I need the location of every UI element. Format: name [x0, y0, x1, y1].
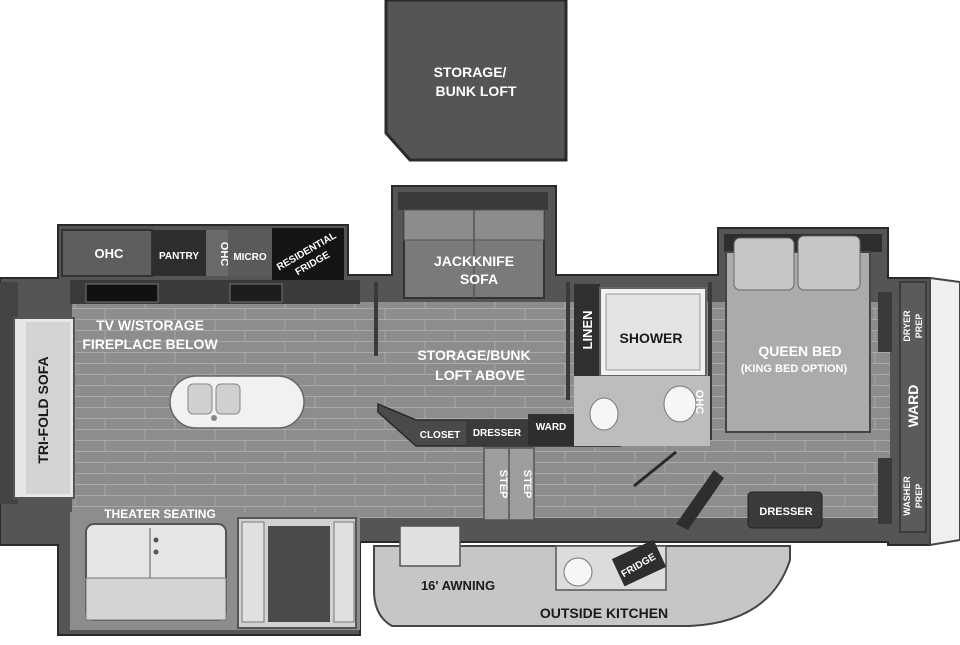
- bedroom-dresser: DRESSER: [676, 470, 823, 530]
- dryer-label-top: DRYER: [902, 310, 912, 342]
- dresser-bed-label: DRESSER: [759, 506, 812, 518]
- dresser-mid-label: DRESSER: [473, 428, 522, 439]
- king-option-label: (KING BED OPTION): [741, 363, 848, 375]
- outside-kitchen: FRIDGE 16' AWNING OUTSIDE KITCHEN: [373, 525, 791, 627]
- tri-fold-sofa-label: TRI-FOLD SOFA: [35, 356, 51, 463]
- bath-sink: [663, 385, 697, 423]
- ohc-bath-label: OHC: [693, 390, 705, 415]
- fireplace: [85, 283, 159, 303]
- tv-label-bottom: FIREPLACE BELOW: [82, 336, 218, 352]
- jackknife-sofa: JACKKNIFE SOFA: [398, 192, 548, 299]
- washer-label-top: WASHER: [902, 476, 912, 516]
- linen-label: LINEN: [580, 311, 595, 350]
- shower-label: SHOWER: [620, 330, 683, 346]
- theater-seating: THEATER SEATING: [85, 507, 227, 621]
- kitchen-slide: OHC PANTRY OHC MICRO RESIDENTIAL FRIDGE: [61, 228, 360, 304]
- loft-label-top: STORAGE/: [434, 64, 507, 80]
- jackknife-label-bottom: SOFA: [460, 271, 498, 287]
- loft-above-label-bottom: LOFT ABOVE: [435, 367, 525, 383]
- steps: STEP STEP: [483, 447, 535, 521]
- step-1-label: STEP: [497, 470, 509, 499]
- washer-label-bottom: PREP: [914, 484, 924, 509]
- storage-bunk-loft: STORAGE/ BUNK LOFT: [384, 0, 568, 162]
- dinette: [237, 517, 357, 629]
- cooktop: [229, 283, 283, 303]
- pantry-label: PANTRY: [159, 251, 199, 262]
- micro-label: MICRO: [233, 252, 267, 263]
- outside-kitchen-label: OUTSIDE KITCHEN: [540, 605, 668, 621]
- bathroom: LINEN SHOWER OHC: [574, 284, 710, 488]
- theater-seating-label: THEATER SEATING: [104, 507, 216, 521]
- toilet: [589, 397, 619, 431]
- tv-label-top: TV W/STORAGE: [96, 317, 204, 333]
- kitchen-island: [169, 375, 305, 429]
- jackknife-label-top: JACKKNIFE: [434, 253, 514, 269]
- loft-label-bottom: BUNK LOFT: [436, 83, 517, 99]
- ohc-kitchen-label: OHC: [95, 246, 125, 261]
- queen-bed-label: QUEEN BED: [758, 343, 841, 359]
- tri-fold-sofa: TRI-FOLD SOFA: [0, 282, 75, 504]
- ohc-vertical-label: OHC: [218, 242, 230, 267]
- step-2-label: STEP: [521, 470, 533, 499]
- rear-wardrobe: DRYER PREP WARD WASHER PREP: [899, 276, 960, 547]
- dryer-label-bottom: PREP: [914, 314, 924, 339]
- awning-label: 16' AWNING: [421, 578, 495, 593]
- loft-above-label-top: STORAGE/BUNK: [417, 347, 530, 363]
- closet-label: CLOSET: [420, 430, 461, 441]
- ward-right-label: WARD: [905, 385, 921, 428]
- ward-mid-label: WARD: [536, 422, 567, 433]
- bedroom-storage-counter: CLOSET DRESSER WARD: [377, 402, 621, 447]
- queen-bed: QUEEN BED (KING BED OPTION): [724, 234, 892, 524]
